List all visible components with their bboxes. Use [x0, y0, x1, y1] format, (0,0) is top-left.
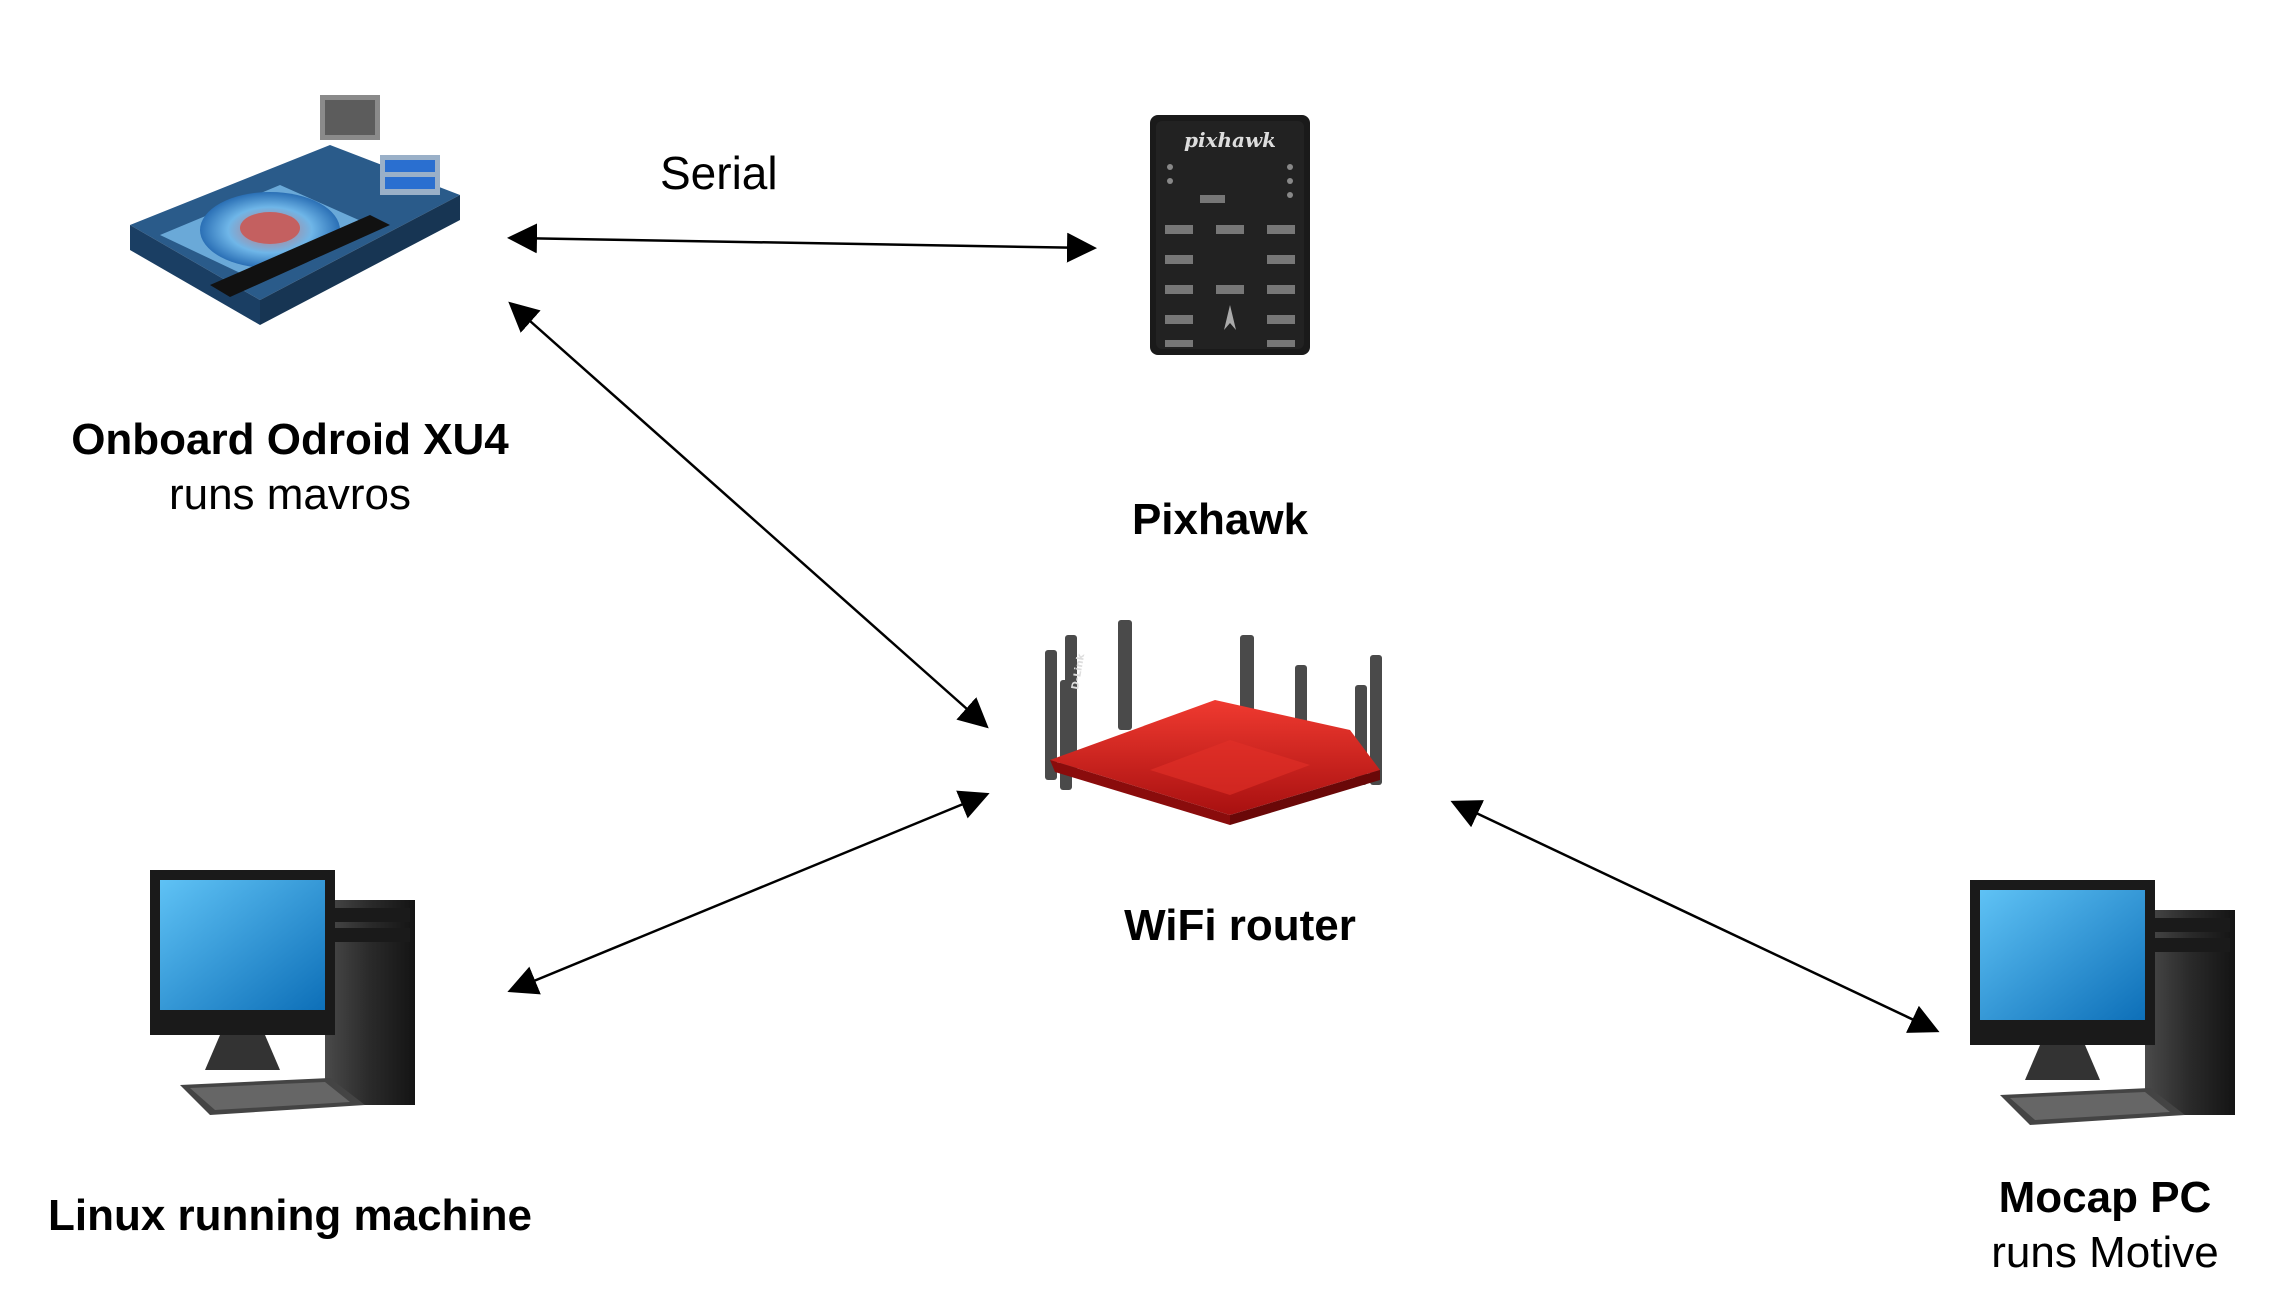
router-title: WiFi router: [1124, 901, 1356, 950]
pixhawk-brand-text: pixhawk: [1184, 128, 1276, 152]
router-icon: D-Link: [1045, 620, 1382, 825]
edge-linux-router: [507, 790, 990, 995]
odroid-title: Onboard Odroid XU4: [71, 415, 509, 464]
label-odroid: Onboard Odroid XU4 runs mavros: [40, 412, 540, 522]
edge-router-mocap: [1450, 800, 1940, 1033]
edge-odroid-router: [508, 301, 989, 729]
odroid-subtitle: runs mavros: [168, 470, 412, 519]
label-router: WiFi router: [1050, 898, 1430, 953]
label-linux: Linux running machine: [20, 1188, 560, 1243]
linux-title: Linux running machine: [47, 1191, 533, 1240]
mocap-subtitle: runs Motive: [1991, 1228, 2219, 1277]
edge-odroid-pixhawk: [507, 223, 1097, 263]
edge-label-serial: Serial: [660, 147, 778, 199]
odroid-board-icon: [130, 95, 460, 325]
mocap-title: Mocap PC: [1998, 1173, 2212, 1222]
linux-computer-icon: [150, 870, 415, 1115]
pixhawk-icon: pixhawk: [1150, 115, 1310, 355]
label-pixhawk: Pixhawk: [1050, 492, 1390, 547]
pixhawk-title: Pixhawk: [1131, 495, 1309, 544]
mocap-computer-icon: [1970, 880, 2235, 1125]
label-mocap: Mocap PC runs Motive: [1935, 1170, 2275, 1280]
